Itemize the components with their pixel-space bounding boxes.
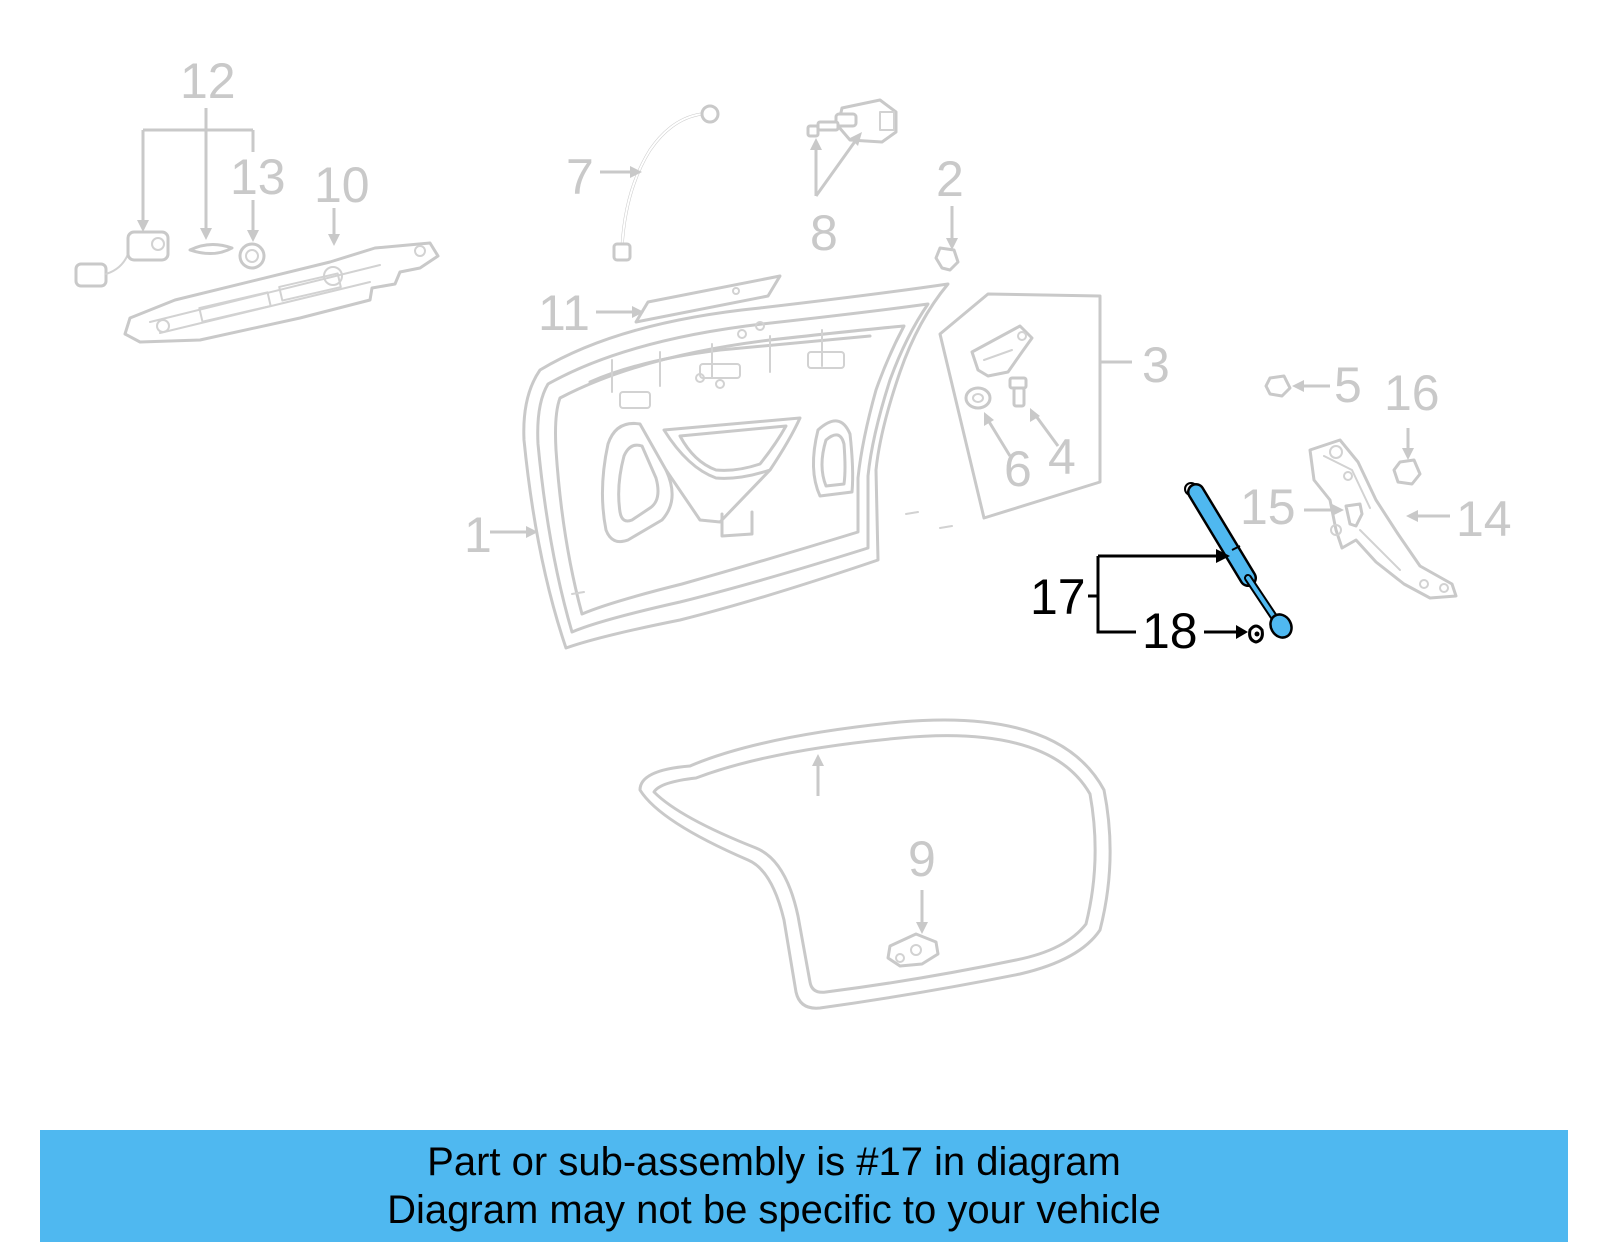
part-15-pin [1304,502,1364,528]
part-10-garnish [123,241,440,344]
caption-banner: Part or sub-assembly is #17 in diagram D… [40,1130,1568,1242]
callout-15: 15 [1240,479,1296,535]
callout-17: 17 [1030,569,1086,625]
leaders-17-18 [1088,549,1248,639]
leaders-10-12-13 [137,108,340,246]
part-14-hinge-arm [1308,438,1458,600]
part-16-nut [1392,428,1422,486]
callout-6: 6 [1004,441,1032,497]
callout-labels: 1 2 3 4 5 6 7 8 9 10 11 12 13 14 15 16 1… [180,53,1512,887]
callout-2: 2 [936,151,964,207]
callout-14: 14 [1456,491,1512,547]
callout-8: 8 [810,205,838,261]
caption-line-2: Diagram may not be specific to your vehi… [387,1188,1161,1232]
part-13-grommet [238,242,266,270]
part-12-lamp-socket [74,230,234,288]
callout-18: 18 [1142,603,1198,659]
part-9-weatherstrip [638,718,1112,1010]
callout-5: 5 [1334,357,1362,413]
part-2-stopper [934,206,960,272]
part-6-nut [964,386,1012,457]
part-11-plate [596,274,782,324]
callout-4: 4 [1048,429,1076,485]
part-8-actuator [806,98,898,197]
part-18-clip [1248,624,1264,644]
callout-16: 16 [1384,365,1440,421]
part-3-hinge-panel [938,292,1132,520]
caption-line-1: Part or sub-assembly is #17 in diagram [427,1140,1121,1184]
callout-11: 11 [538,285,590,341]
callout-7: 7 [566,149,594,205]
callout-1: 1 [464,507,492,563]
callout-12: 12 [180,53,236,109]
part-17-lift-support [1184,482,1293,639]
callout-9: 9 [908,831,936,887]
callout-13: 13 [230,149,286,205]
part-7-cable [600,104,720,262]
part-9-clip [886,890,940,968]
part-5-clip [1264,374,1330,398]
part-1-trunk-lid [490,282,953,650]
callout-10: 10 [314,157,370,213]
callout-3: 3 [1142,337,1170,393]
part-4-bolt [1008,376,1060,447]
